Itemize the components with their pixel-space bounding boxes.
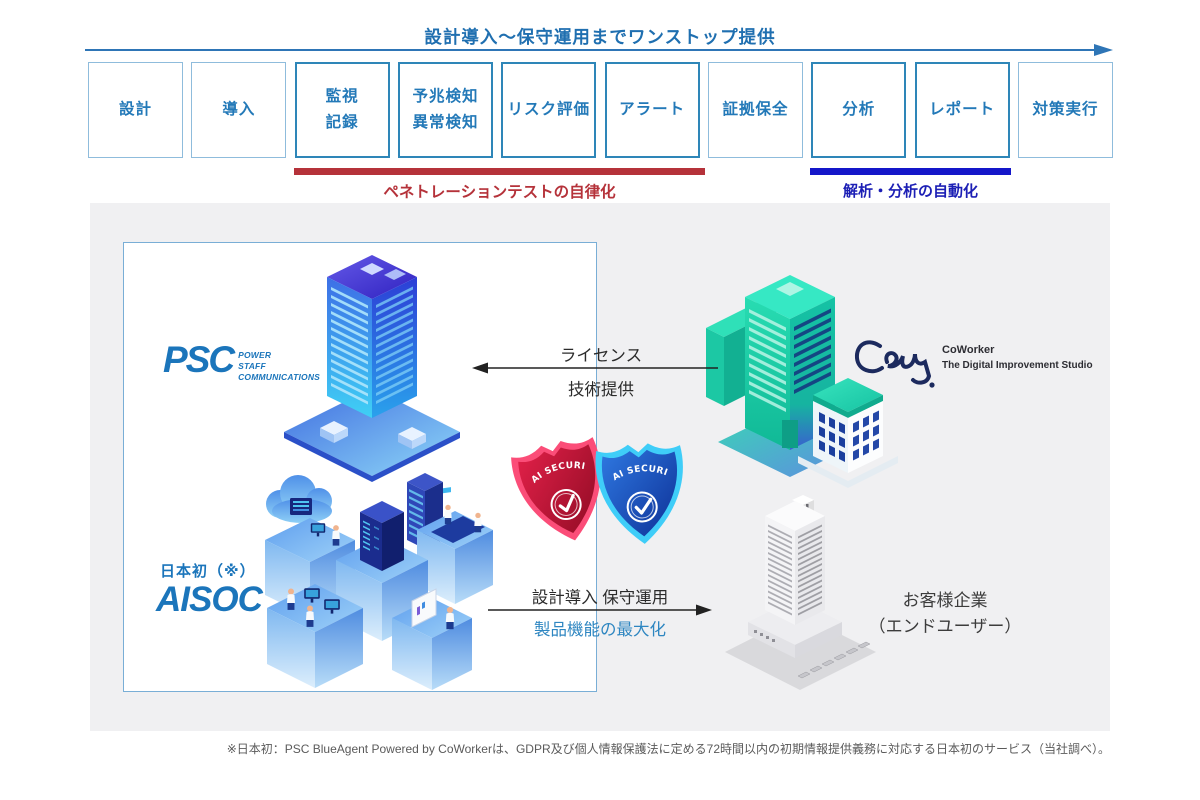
onestop-flow-arrow — [85, 44, 1113, 56]
coworker-wordmark: CoWorker The Digital Improvement Studio — [942, 344, 1093, 371]
blue-shield-icon: AI SECURITY — [594, 441, 689, 547]
first-in-japan-label: 日本初（※） — [160, 563, 256, 580]
customer-building-illustration — [725, 495, 876, 690]
step-analysis: 分析 — [811, 62, 907, 158]
pentest-group-bar — [294, 168, 705, 175]
step-design: 設計 — [88, 62, 183, 158]
aisoc-soc-illustration — [265, 473, 493, 690]
customer-label: お客様企業 （エンドユーザー） — [845, 588, 1045, 641]
red-shield-icon: AI SECURITY — [508, 432, 618, 551]
coworker-tagline: The Digital Improvement Studio — [942, 360, 1093, 371]
deploy-arrow — [488, 604, 712, 616]
customer-line-2: （エンドユーザー） — [868, 617, 1022, 637]
aisoc-logo-text: AISOC — [156, 580, 263, 619]
coworker-signature-logo — [854, 340, 935, 388]
analysis-group-bar — [810, 168, 1011, 175]
step-alert: アラート — [604, 62, 700, 158]
step-report: レポート — [914, 62, 1010, 158]
cloud-server-icon — [266, 475, 332, 523]
customer-line-1: お客様企業 — [902, 591, 988, 610]
psc-logo: PSC POWER STAFF COMMUNICATIONS — [163, 341, 320, 383]
step-anomaly-detection: 予兆検知 異常検知 — [397, 62, 493, 158]
step-monitoring-recording: 監視 記録 — [294, 62, 390, 158]
license-arrow-label-1: ライセンス — [559, 347, 643, 365]
page-title: 設計導入〜保守運用までワンストップ提供 — [424, 27, 776, 47]
coworker-building-illustration — [706, 275, 898, 488]
process-steps-row: 設計 導入 監視 記録 予兆検知 異常検知 リスク評価 アラート 証拠保全 分析… — [88, 62, 1113, 158]
psc-logo-text: PSC — [163, 339, 235, 380]
step-risk-assessment: リスク評価 — [501, 62, 597, 158]
step-countermeasures: 対策実行 — [1017, 62, 1113, 158]
coworker-name: CoWorker — [942, 344, 995, 356]
ai-security-shields-icon: AI SECURITY AI SECURITY — [508, 432, 689, 551]
deploy-arrow-label-2: 製品機能の最大化 — [534, 621, 666, 639]
pentest-group-label: ペネトレーションテストの自律化 — [383, 184, 616, 201]
footnote: ※日本初：PSC BlueAgent Powered by CoWorkerは、… — [226, 742, 1110, 756]
license-arrow — [472, 362, 718, 374]
psc-building-illustration — [284, 255, 460, 482]
step-implementation: 導入 — [191, 62, 287, 158]
analysis-group-label: 解析・分析の自動化 — [842, 183, 978, 200]
psc-logo-subtext: POWER STAFF COMMUNICATIONS — [238, 350, 321, 383]
step-evidence-preservation: 証拠保全 — [707, 62, 803, 158]
deploy-arrow-label-1: 設計導入 保守運用 — [531, 589, 669, 607]
license-arrow-label-2: 技術提供 — [568, 381, 634, 399]
